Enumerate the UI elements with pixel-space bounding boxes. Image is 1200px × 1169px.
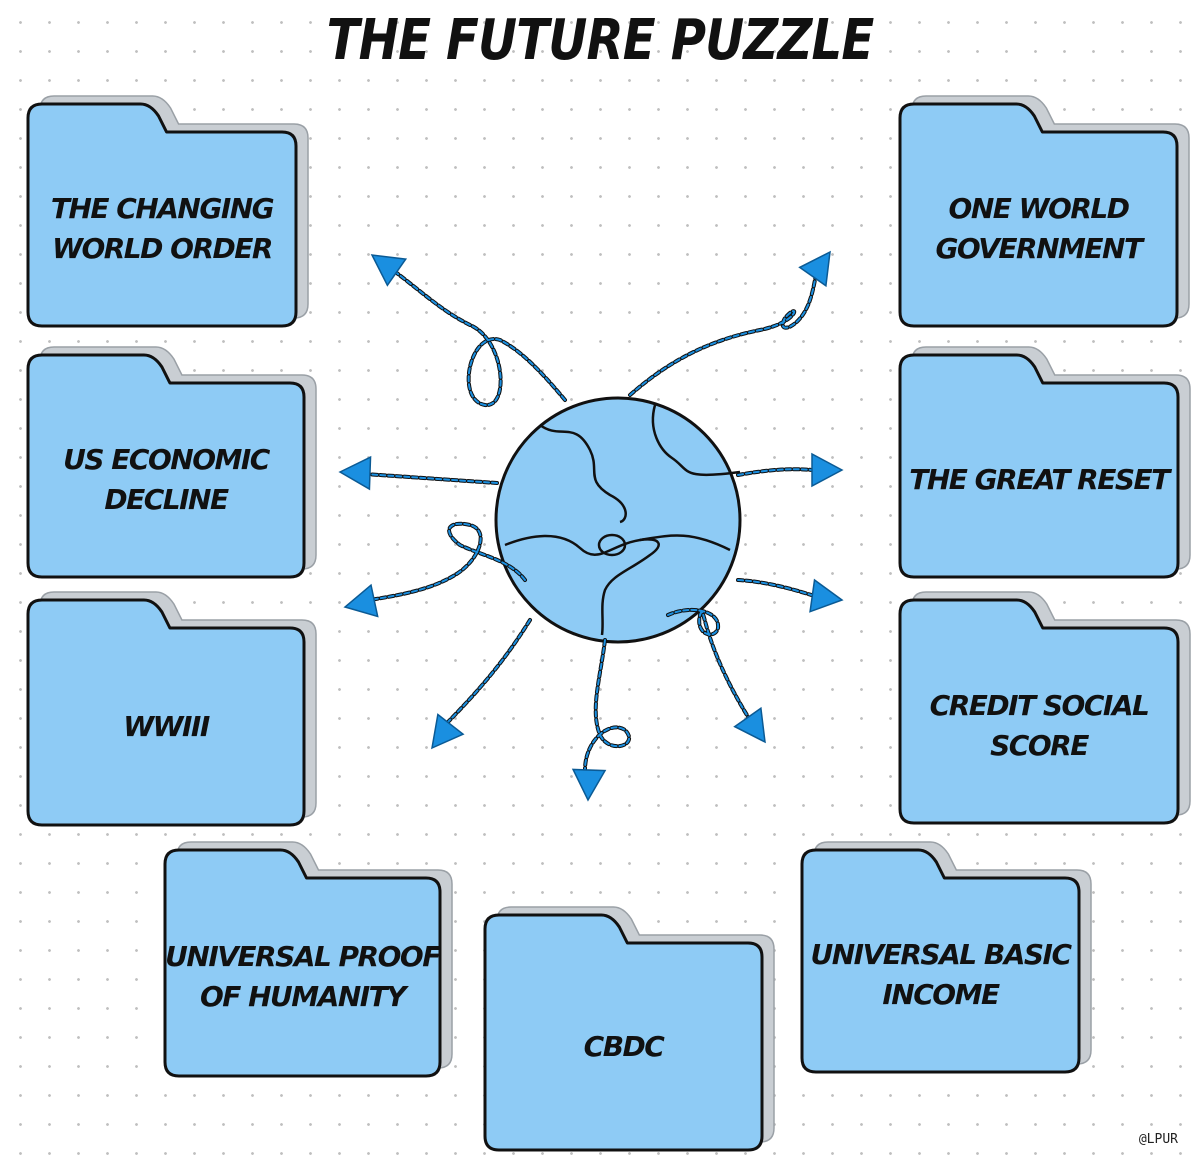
arrowhead-icon <box>733 706 766 744</box>
arrowhead-icon <box>798 250 831 288</box>
arrow-to-wwiii <box>343 521 527 618</box>
folder-universal-proof-of-humanity-label: UNIVERSAL PROOF OF HUMANITY <box>165 940 441 1013</box>
folder-changing-world-order-icon <box>26 95 309 328</box>
folder-universal-basic-income-label: UNIVERSAL BASIC INCOME <box>810 938 1072 1011</box>
arrowhead-icon <box>571 768 607 802</box>
arrowhead-icon <box>811 452 844 488</box>
folder-credit-social-score-icon <box>898 591 1191 825</box>
folder-us-economic-decline-icon <box>26 346 317 579</box>
diagram-title: THE FUTURE PUZZLE <box>326 8 875 73</box>
arrow-to-us-economic-decline <box>338 455 499 491</box>
arrow-to-changing-world-order <box>370 254 567 407</box>
folder-one-world-government-label: ONE WORLD GOVERNMENT <box>935 192 1143 265</box>
folder-universal-proof-of-humanity-icon <box>163 841 453 1078</box>
folder-universal-basic-income-icon <box>800 841 1092 1074</box>
arrowhead-icon <box>343 583 379 618</box>
arrow-to-the-great-reset <box>736 452 844 488</box>
folder-changing-world-order-label: THE CHANGING WORLD ORDER <box>50 192 275 265</box>
folder-wwiii-icon <box>26 591 317 827</box>
arrow-to-cbdc <box>571 638 632 802</box>
arrowhead-icon <box>370 254 408 287</box>
arrow-to-universal-proof <box>431 618 532 750</box>
arrow-to-universal-basic-income <box>666 607 766 744</box>
arrows <box>338 250 844 802</box>
folder-the-great-reset-label: THE GREAT RESET <box>909 463 1170 496</box>
arrow-to-credit-social-score <box>736 578 844 613</box>
folder-cbdc-icon <box>483 906 775 1152</box>
arrowhead-icon <box>809 578 844 613</box>
folder-credit-social-score-label: CREDIT SOCIAL SCORE <box>929 688 1150 762</box>
folder-cbdc-label: CBDC <box>583 1029 665 1063</box>
folder-one-world-government-icon <box>898 95 1190 328</box>
globe-icon <box>494 396 742 644</box>
arrow-to-one-world-government <box>628 250 831 397</box>
folder-us-economic-decline-label: US ECONOMIC DECLINE <box>63 443 270 516</box>
arrowhead-icon <box>431 713 465 750</box>
arrowhead-icon <box>338 455 372 491</box>
folder-wwiii-label: WWIII <box>123 709 210 743</box>
folder-the-great-reset-icon <box>898 346 1191 579</box>
author-credit: @LPUR <box>1138 1132 1178 1147</box>
